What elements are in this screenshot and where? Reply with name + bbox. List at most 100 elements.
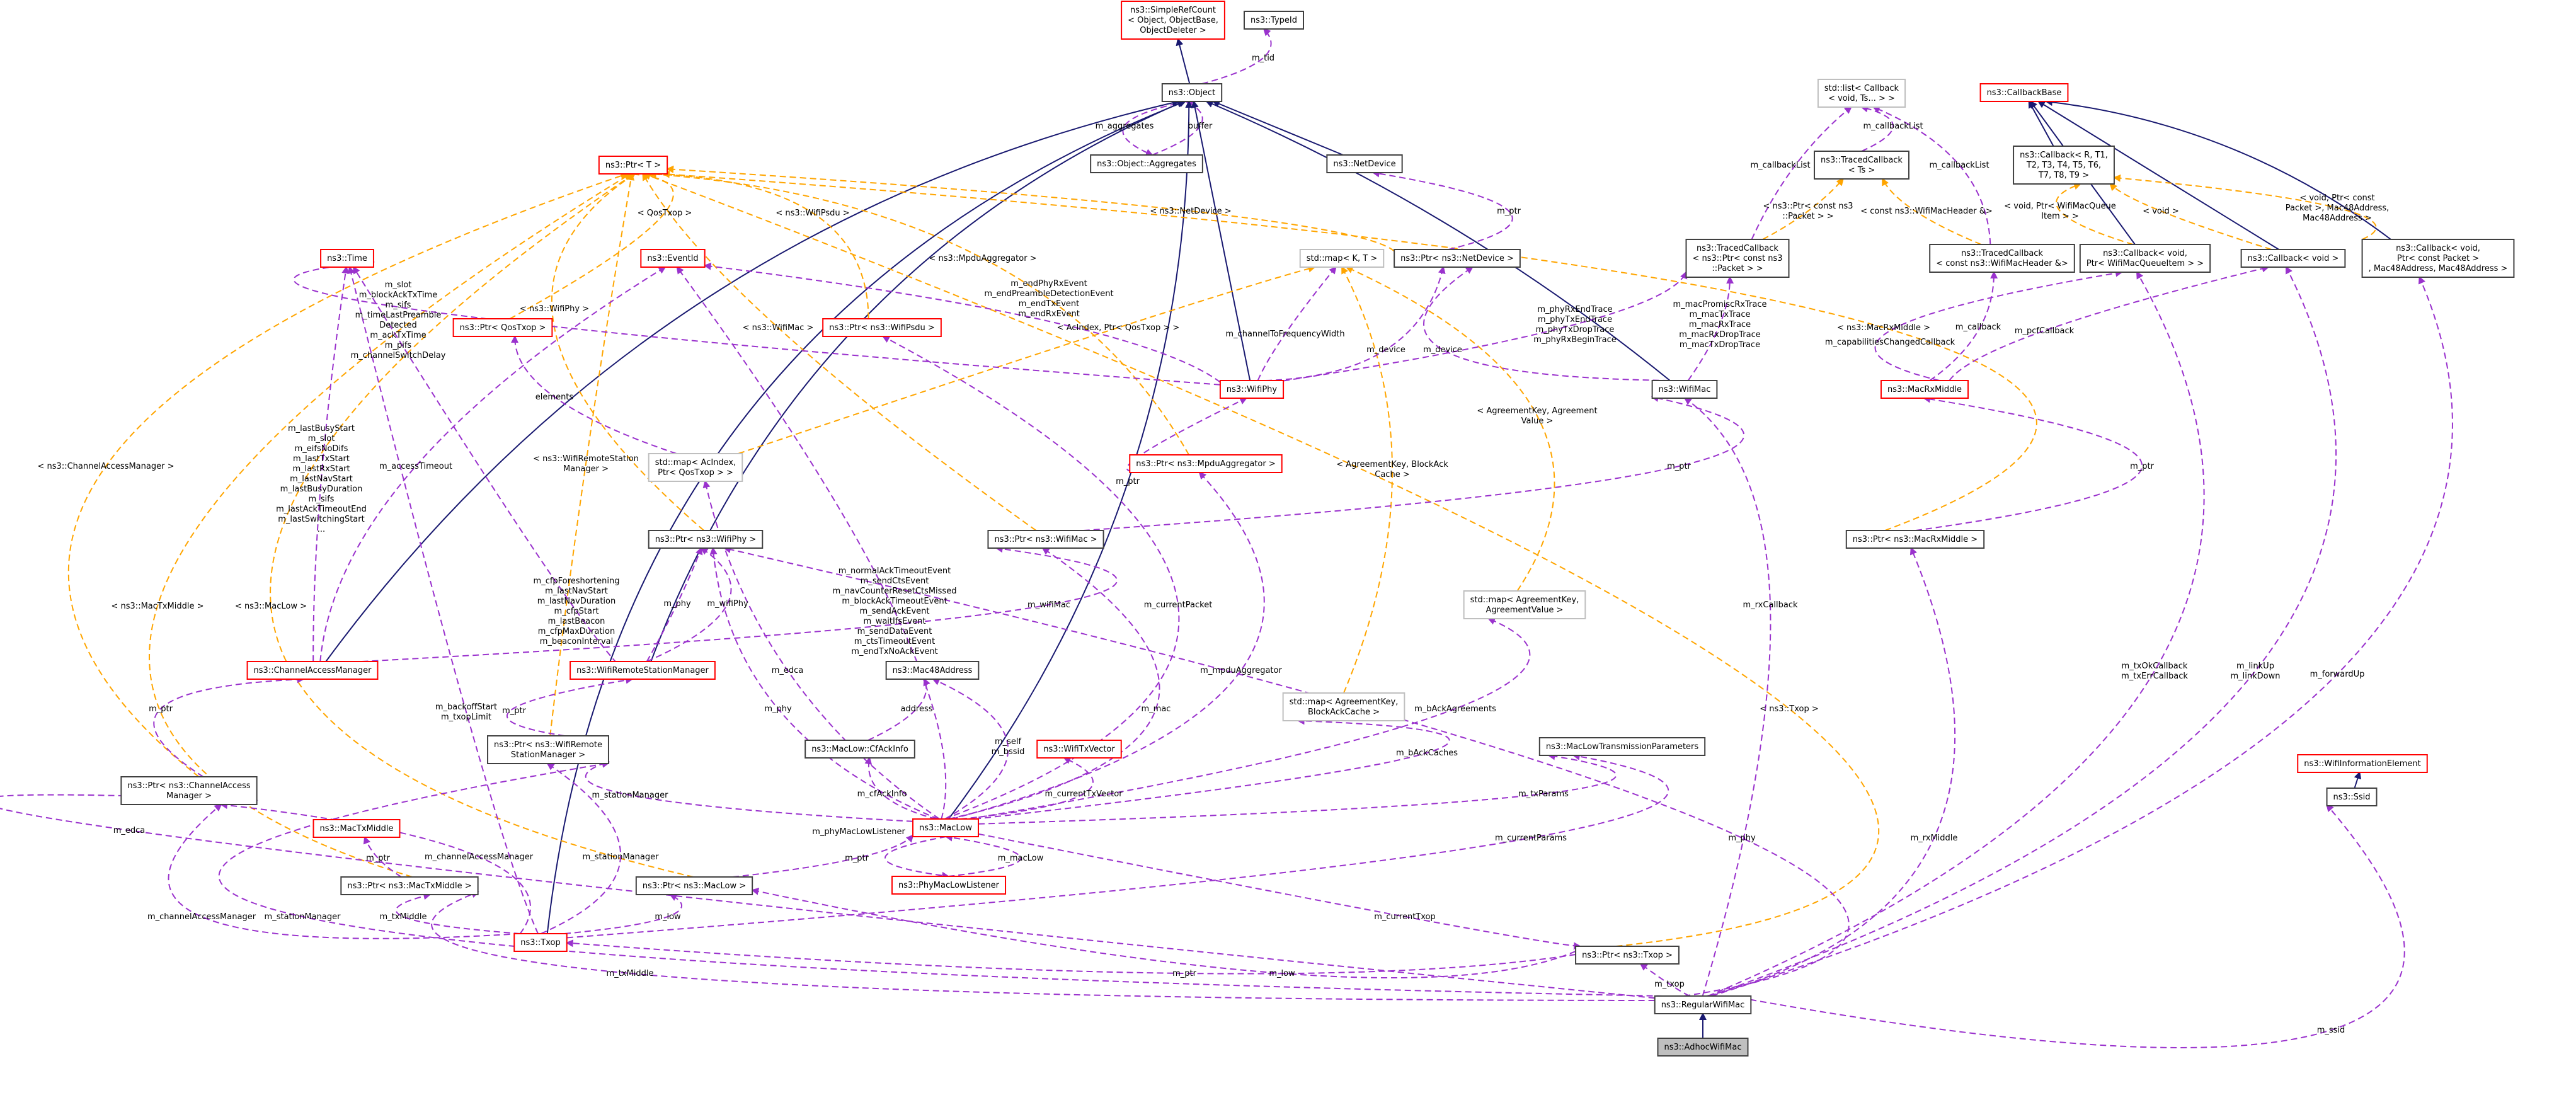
usage-edge <box>566 752 1669 939</box>
template-edge <box>270 173 694 878</box>
node-ptr-wifiremotestationmgr[interactable]: ns3::Ptr< ns3::WifiRemoteStationManager … <box>487 735 609 764</box>
node-mactxmiddle[interactable]: ns3::MacTxMiddle <box>312 819 401 838</box>
edge-label: m_channelSwitchDelay <box>351 351 446 360</box>
node-label: ns3::Callback< void, <box>2103 249 2187 258</box>
node-ptr-t[interactable]: ns3::Ptr< T > <box>598 156 668 175</box>
usage-edge <box>703 262 1221 383</box>
edge-label-group: m_txop <box>1654 980 1685 989</box>
node-mac48address[interactable]: ns3::Mac48Address <box>885 661 980 680</box>
usage-edge <box>1874 269 2123 381</box>
edge-label: < ns3::MacLow > <box>235 602 307 611</box>
usage-edge <box>1257 266 1337 381</box>
edge-label: m_txErrCallback <box>2121 672 2188 681</box>
node-stdmap-agreement[interactable]: std::map< AgreementKey,AgreementValue > <box>1463 590 1586 619</box>
node-box <box>885 661 980 680</box>
node-tracedcb-packet[interactable]: ns3::TracedCallback< ns3::Ptr< const ns3… <box>1685 239 1790 278</box>
edge-label-group: m_callbackList <box>1863 122 1923 131</box>
node-wifitxvector[interactable]: ns3::WifiTxVector <box>1036 740 1122 759</box>
node-label: ns3::Ptr< T > <box>605 161 661 170</box>
edge-label: m_stationManager <box>265 912 341 922</box>
node-ptr-netdevice[interactable]: ns3::Ptr< ns3::NetDevice > <box>1394 249 1521 268</box>
node-tracedcb-ts[interactable]: ns3::TracedCallback< Ts > <box>1814 151 1909 180</box>
node-ptr-mactxmiddle[interactable]: ns3::Ptr< ns3::MacTxMiddle > <box>340 876 479 895</box>
node-wifiinfoelement[interactable]: ns3::WifiInformationElement <box>2297 754 2428 773</box>
node-adhocwifimac[interactable]: ns3::AdhocWifiMac <box>1657 1038 1749 1057</box>
node-stdlist[interactable]: std::list< Callback< void, Ts... > > <box>1817 79 1906 108</box>
node-ssid[interactable]: ns3::Ssid <box>2326 788 2378 806</box>
node-callback-fwd[interactable]: ns3::Callback< void,Ptr< const Packet >,… <box>2361 239 2515 278</box>
node-typeid[interactable]: ns3::TypeId <box>1244 11 1304 30</box>
node-wifiremotestationmgr[interactable]: ns3::WifiRemoteStationManager <box>570 661 716 680</box>
node-box <box>1880 380 1969 399</box>
node-time[interactable]: ns3::Time <box>320 249 374 268</box>
edge-label: m_pcfCallback <box>2015 326 2075 336</box>
node-maclowtxparams[interactable]: ns3::MacLowTransmissionParameters <box>1538 737 1706 756</box>
node-stdmap-kt[interactable]: std::map< K, T > <box>1299 249 1385 268</box>
node-simplerefcount[interactable]: ns3::SimpleRefCount< Object, ObjectBase,… <box>1121 1 1225 40</box>
node-stdmap-acindex[interactable]: std::map< AcIndex,Ptr< QosTxop > > <box>648 453 743 482</box>
node-callbackbase[interactable]: ns3::CallbackBase <box>1979 83 2069 102</box>
node-stdmap-blockack[interactable]: std::map< AgreementKey,BlockAckCache > <box>1282 692 1405 721</box>
node-box <box>1161 83 1223 102</box>
node-box <box>987 530 1104 549</box>
edge-label-group: m_ptr <box>502 706 527 716</box>
edge-label: < ns3::ChannelAccessManager > <box>38 462 175 471</box>
node-channelaccessmgr[interactable]: ns3::ChannelAccessManager <box>246 661 379 680</box>
node-callback-rt[interactable]: ns3::Callback< R, T1,T2, T3, T4, T5, T6,… <box>2013 146 2115 185</box>
node-label: AgreementValue > <box>1486 605 1564 615</box>
node-wifiphy[interactable]: ns3::WifiPhy <box>1219 380 1285 399</box>
node-netdevice[interactable]: ns3::NetDevice <box>1326 154 1403 173</box>
edge-label-group: m_normalAckTimeoutEventm_sendCtsEventm_n… <box>833 566 957 656</box>
node-box <box>487 735 609 764</box>
edge-label: < void, Ptr< const <box>2299 193 2374 203</box>
node-maclow[interactable]: ns3::MacLow <box>912 818 979 837</box>
edge-label: m_ptr <box>1172 969 1197 978</box>
node-aggregates[interactable]: ns3::Object::Aggregates <box>1090 154 1203 173</box>
inheritance-edge <box>1191 100 1251 381</box>
node-phymaclowlistener[interactable]: ns3::PhyMacLowListener <box>891 876 1007 895</box>
node-box <box>1575 946 1680 965</box>
node-ptr-maclow[interactable]: ns3::Ptr< ns3::MacLow > <box>635 876 753 895</box>
usage-edge <box>1709 266 2337 997</box>
node-macrxmiddle[interactable]: ns3::MacRxMiddle <box>1880 380 1969 399</box>
edge-label: m_sendAckEvent <box>859 607 929 616</box>
node-box <box>1129 454 1283 473</box>
node-label: ns3::MacRxMiddle <box>1887 385 1962 394</box>
edge-label-group: m_mac <box>1142 704 1171 714</box>
node-ptr-wifipsdu[interactable]: ns3::Ptr< ns3::WifiPsdu > <box>822 318 942 337</box>
node-box <box>1651 380 1718 399</box>
node-ptr-qostxop[interactable]: ns3::Ptr< QosTxop > <box>452 318 553 337</box>
node-tracedcb-header[interactable]: ns3::TracedCallback< const ns3::WifiMacH… <box>1929 244 2075 273</box>
node-callback-void[interactable]: ns3::Callback< void > <box>2240 249 2346 268</box>
usage-edge <box>396 892 520 934</box>
edge-label: m_txParams <box>1518 789 1569 799</box>
node-ptr-macrxmiddle[interactable]: ns3::Ptr< ns3::MacRxMiddle > <box>1845 530 1985 549</box>
node-box <box>2240 249 2346 268</box>
inheritance-edge <box>1205 100 1671 381</box>
usage-edge <box>153 675 305 777</box>
node-ptr-wifiphy[interactable]: ns3::Ptr< ns3::WifiPhy > <box>648 530 764 549</box>
node-eventid[interactable]: ns3::EventId <box>640 249 706 268</box>
node-regularwifimac[interactable]: ns3::RegularWifiMac <box>1654 995 1752 1014</box>
node-box <box>1090 154 1203 173</box>
node-ptr-wifimac[interactable]: ns3::Ptr< ns3::WifiMac > <box>987 530 1104 549</box>
node-label: ns3::EventId <box>647 254 698 263</box>
node-ptr-mpduagg[interactable]: ns3::Ptr< ns3::MpduAggregator > <box>1129 454 1283 473</box>
edge-label-group: < ns3::NetDevice > <box>1150 207 1231 216</box>
inheritance-edge <box>2354 771 2362 789</box>
node-txop[interactable]: ns3::Txop <box>513 933 568 952</box>
edge-label: m_timeLastPreamble <box>355 311 442 320</box>
template-edge <box>648 170 1190 455</box>
node-callback-queueitem[interactable]: ns3::Callback< void,Ptr< WifiMacQueueIte… <box>2079 244 2211 273</box>
node-wifimac[interactable]: ns3::WifiMac <box>1651 380 1718 399</box>
node-maclow-cfackinfo[interactable]: ns3::MacLow::CfAckInfo <box>804 740 915 759</box>
node-label: ObjectDeleter > <box>1140 26 1206 35</box>
edge-label: m_rxCallback <box>1743 600 1797 610</box>
node-object[interactable]: ns3::Object <box>1161 83 1223 102</box>
node-label: T7, T8, T9 > <box>2038 171 2089 180</box>
node-ptr-channelaccessmgr[interactable]: ns3::Ptr< ns3::ChannelAccessManager > <box>120 776 258 805</box>
node-ptr-txop[interactable]: ns3::Ptr< ns3::Txop > <box>1575 946 1680 965</box>
edge-label-group: < void, Ptr< WifiMacQueueItem > > <box>2004 202 2116 221</box>
usage-edge <box>978 752 1617 825</box>
